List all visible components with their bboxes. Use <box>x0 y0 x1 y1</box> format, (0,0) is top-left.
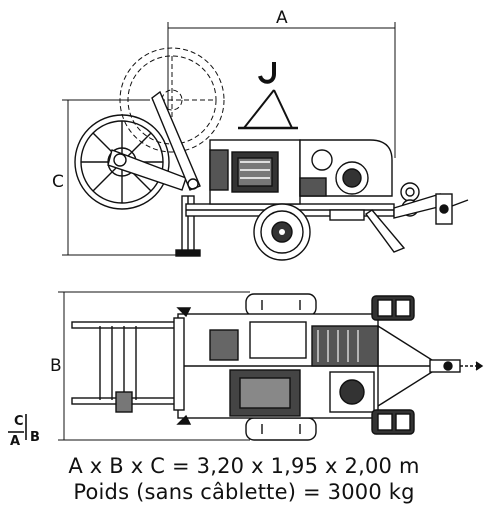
dimension-b-line <box>58 291 250 441</box>
lifting-hook <box>238 62 298 130</box>
drum-arm <box>107 90 201 191</box>
weight-spec: Poids (sans câblette) = 3000 kg <box>73 480 415 504</box>
side-wheel <box>253 203 311 261</box>
top-wheel-upper <box>245 293 317 317</box>
engine-block <box>209 139 301 205</box>
towing-drawbar <box>365 193 469 253</box>
top-gauge-modules <box>371 295 415 435</box>
top-drum <box>71 317 185 413</box>
dimension-c-line <box>62 99 190 256</box>
orientation-mark-lines <box>8 414 27 440</box>
dimensions-spec: A x B x C = 3,20 x 1,95 x 2,00 m <box>68 454 420 478</box>
orientation-mark-b: B <box>30 430 40 445</box>
dimension-b-label: B <box>50 356 62 376</box>
hydraulic-unit <box>299 139 393 197</box>
dimension-c-label: C <box>52 172 64 192</box>
top-stabilizers <box>176 307 192 425</box>
top-drawbar <box>377 325 484 407</box>
top-engine <box>209 321 307 417</box>
dimension-a-line <box>167 22 396 158</box>
top-hydraulic <box>311 325 379 413</box>
top-wheel-lower <box>245 417 317 441</box>
dimension-a-label: A <box>276 8 288 28</box>
orientation-mark-c: C <box>14 414 24 429</box>
orientation-mark-a: A <box>10 434 21 449</box>
